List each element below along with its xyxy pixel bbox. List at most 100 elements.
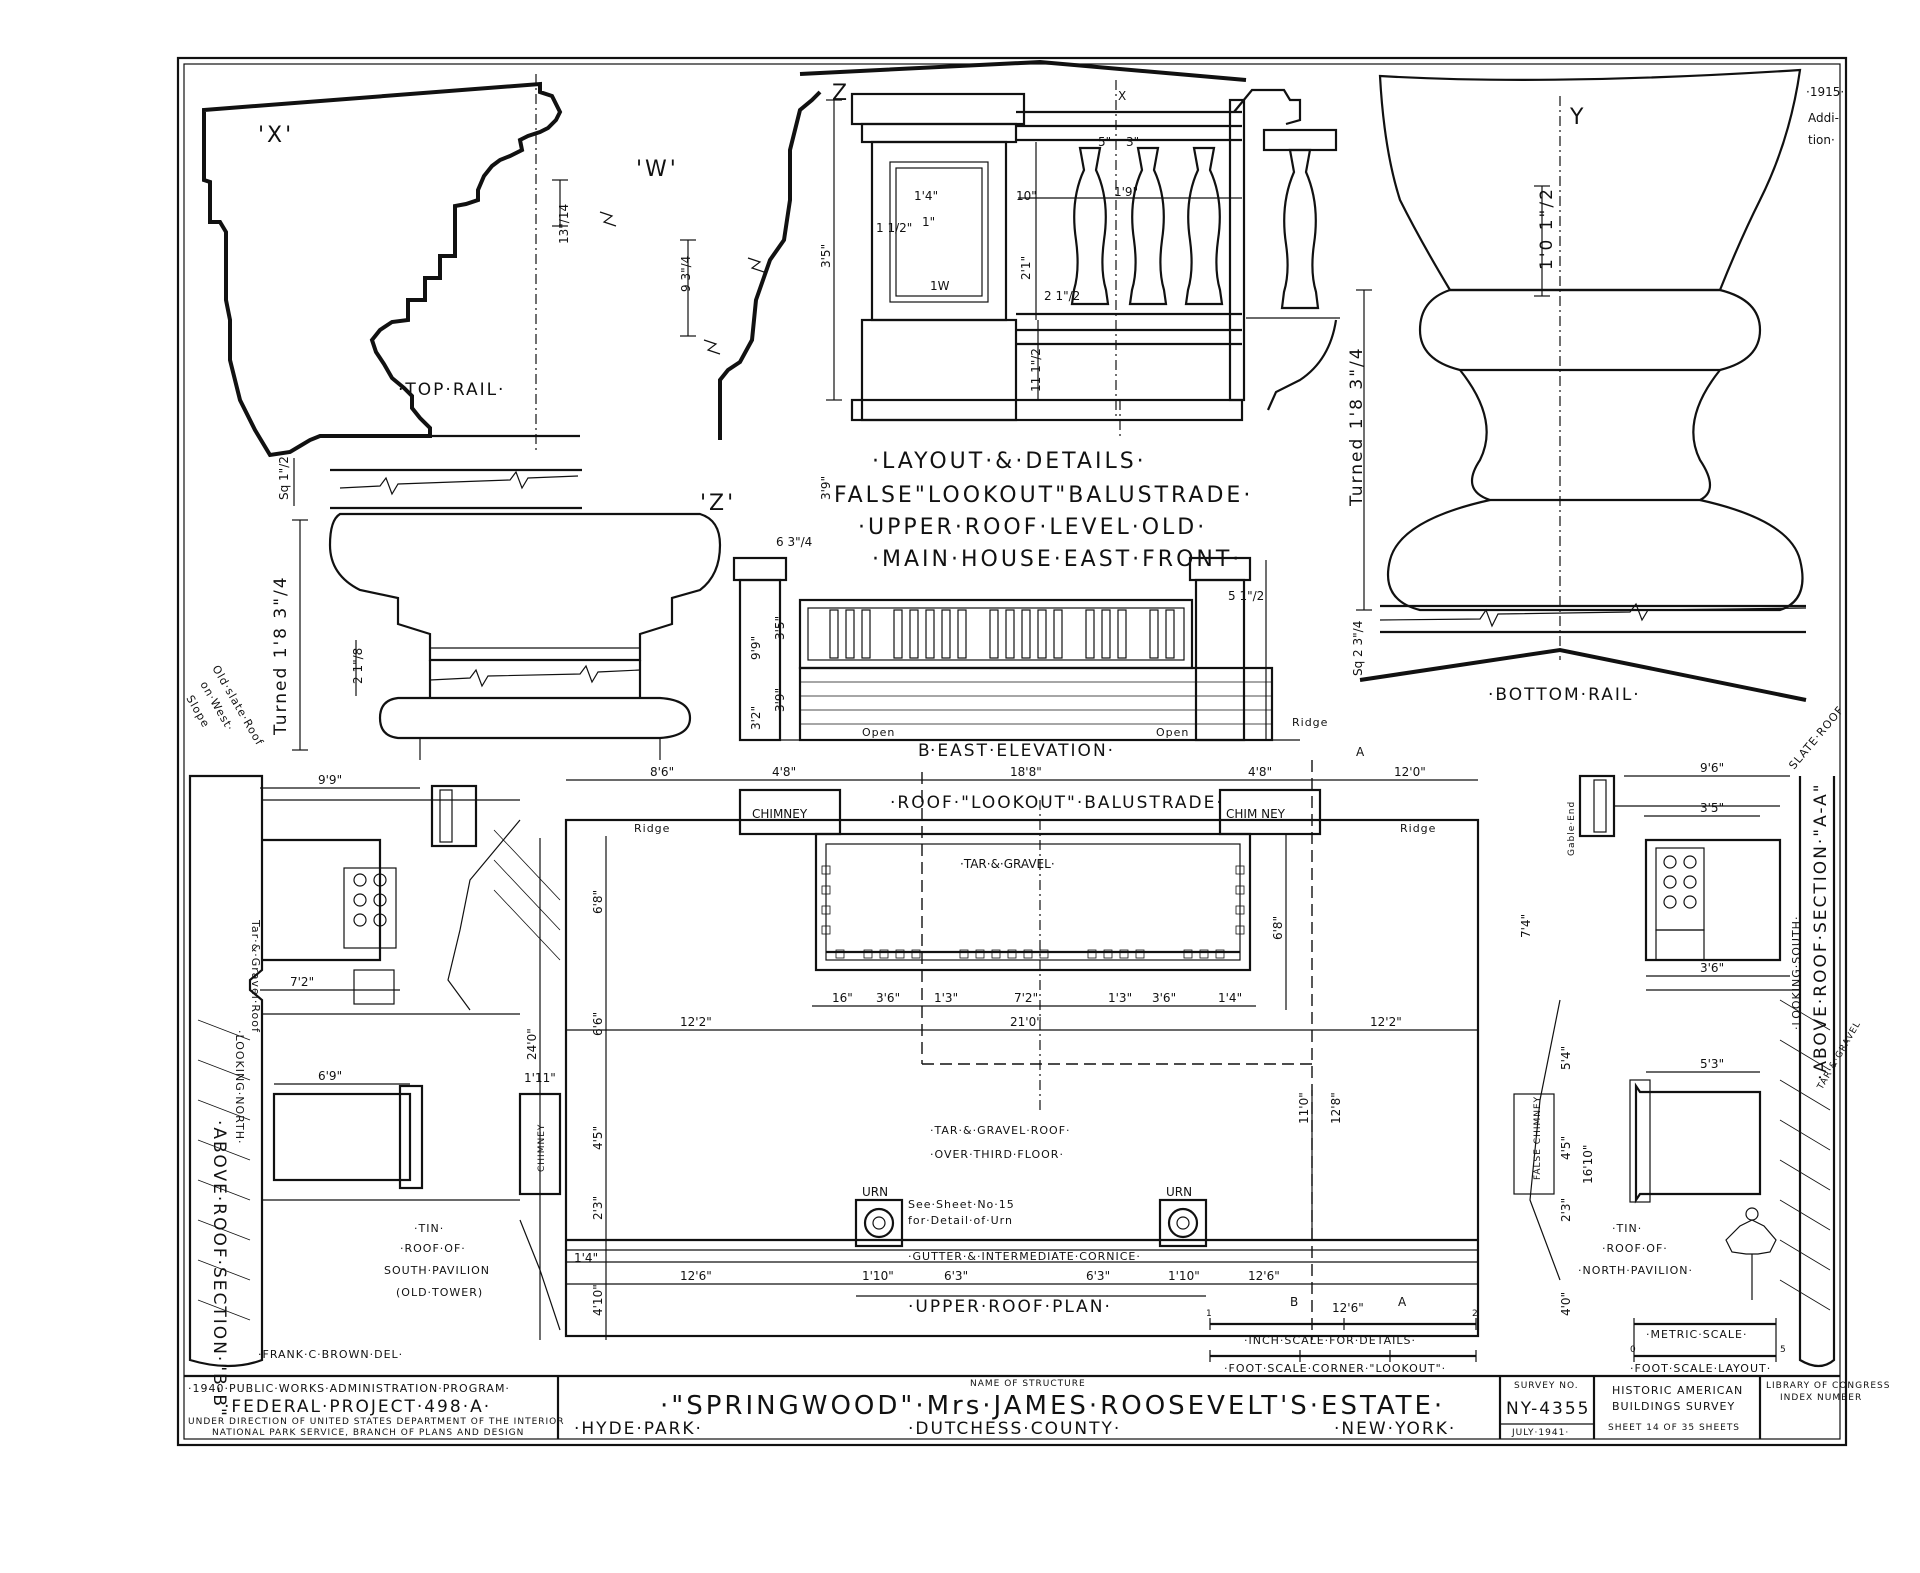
foot-scale-layout-label: ·FOOT·SCALE·LAYOUT·	[1630, 1362, 1771, 1375]
plan-dim-top2: 4'8"	[772, 765, 796, 779]
section-a-dim-2: 3'5"	[1700, 801, 1724, 815]
top-rail-mark-x: 'X'	[258, 123, 294, 148]
false-chimney-label: FALSE CHIMNEY	[1533, 1096, 1543, 1180]
bottom-rail-dim-1: 1'0 1"/2	[1537, 187, 1557, 270]
balustrade-dim-w3: 5"	[1098, 135, 1111, 149]
south-pavilion-2: ·ROOF·OF·	[400, 1242, 466, 1255]
east-elevation-open-right: Open	[1156, 726, 1189, 739]
section-dim-label: 12'6"	[1332, 1301, 1364, 1315]
south-pavilion-3: SOUTH·PAVILION	[384, 1264, 490, 1277]
layout-title-1: ·LAYOUT·&·DETAILS·	[872, 449, 1147, 474]
section-a-title: ·ABOVE·ROOF·SECTION·"A-A"	[1811, 782, 1831, 1080]
section-a-slate: SLATE·ROOF	[1786, 703, 1846, 771]
bottom-rail-title: ·BOTTOM·RAIL·	[1488, 685, 1641, 705]
balustrade-detail	[718, 59, 1340, 440]
section-b-title: ·ABOVE·ROOF·SECTION·"B-B"	[209, 1120, 229, 1418]
east-elevation-caption: ·EAST·ELEVATION·	[930, 741, 1115, 761]
plan-dim-r6: 16'10"	[1581, 1145, 1595, 1184]
section-a-dim-1: 9'6"	[1700, 761, 1724, 775]
plan-dim-21: 21'0"	[1010, 1015, 1042, 1029]
balustrade-dim-b1: 1 1/2"	[876, 221, 912, 235]
baluster-2	[1128, 146, 1168, 306]
top-rail-dim-3: Sq 1"/2	[277, 456, 291, 500]
section-mark-a-bottom: A	[1398, 1295, 1407, 1309]
plan-dim-p7: 16"	[832, 991, 853, 1005]
east-elevation-mark-b: B	[918, 741, 932, 761]
title-program: ·1940·PUBLIC·WORKS·ADMINISTRATION·PROGRA…	[188, 1382, 510, 1395]
east-elevation-open-left: Open	[862, 726, 895, 739]
top-rail-dim-4: 2 1"/8	[351, 648, 365, 684]
section-a-looking: ·LOOKING·SOUTH·	[1790, 916, 1803, 1030]
plan-dim-v7: 11'0"	[1297, 1092, 1311, 1124]
title-loc-2: INDEX NUMBER	[1780, 1393, 1862, 1403]
balustrade-dim-h3: 3'9"	[819, 476, 833, 500]
balustrade-dim-b5: 1W	[930, 279, 950, 293]
plan-dim-r5: 4'0"	[1559, 1292, 1573, 1316]
balustrade-dim-w4: 3"	[1126, 135, 1139, 149]
tar-gravel-roof-1: ·TAR·&·GRAVEL·ROOF·	[930, 1124, 1071, 1137]
plan-dim-p2: 1'3"	[934, 991, 958, 1005]
layout-title-2: FALSE"LOOKOUT"BALUSTRADE·	[834, 483, 1253, 508]
east-elevation-ridge: Ridge	[1292, 716, 1328, 729]
bottom-rail-turned: Turned 1'8 3"/4	[1347, 346, 1367, 507]
balustrade-dim-w5: 11 1"/2	[1029, 348, 1043, 392]
top-rail-turned: Turned 1'8 3"/4	[271, 575, 291, 736]
scale-bars	[1209, 1318, 1777, 1362]
plan-dim-bot1: 12'6"	[680, 1269, 712, 1283]
section-b-b	[188, 774, 561, 1368]
plan-dim-v9: 6'8"	[1271, 916, 1285, 940]
title-sheet: SHEET 14 OF 35 SHEETS	[1608, 1423, 1740, 1433]
title-project: ·FEDERAL·PROJECT·498·A·	[224, 1397, 491, 1417]
plan-dim-p3: 7'2"	[1014, 991, 1038, 1005]
balustrade-dim-b2: 1"	[922, 215, 935, 229]
plan-dim-v8: 12'8"	[1329, 1092, 1343, 1124]
urn-right	[1158, 1198, 1208, 1248]
section-a-hatch	[1779, 999, 1831, 1311]
scale-num-5: 5	[1780, 1345, 1787, 1355]
bottom-rail-profile	[1356, 68, 1807, 702]
top-rail-dim-2: 9 3"/4	[679, 256, 693, 292]
chimney-left-label: CHIMNEY	[752, 807, 808, 821]
addition-note-3: tion·	[1808, 133, 1835, 147]
delineator-name: ·FRANK·C·BROWN·DEL·	[258, 1348, 403, 1361]
bottom-rail-sq: Sq 2 3"/4	[1351, 621, 1365, 676]
top-rail-title: ·TOP·RAIL·	[398, 380, 505, 400]
north-pavilion-1: ·TIN·	[1612, 1222, 1642, 1235]
plan-dim-p5: 3'6"	[1152, 991, 1176, 1005]
north-pavilion-2: ·ROOF·OF·	[1602, 1242, 1668, 1255]
title-county: ·DUTCHESS·COUNTY·	[908, 1419, 1121, 1439]
plan-balusters	[821, 865, 1245, 959]
addition-note-1: ·1915·	[1806, 85, 1844, 99]
chimney-right-label: CHIM NEY	[1226, 807, 1286, 821]
title-survey-label: SURVEY NO.	[1514, 1381, 1579, 1391]
chimney-side-label: CHIMNEY	[537, 1124, 547, 1172]
plan-dim-v6: 4'10"	[591, 1284, 605, 1316]
ridge-left: Ridge	[634, 822, 670, 835]
urn-left	[854, 1198, 904, 1248]
north-pavilion-3: ·NORTH·PAVILION·	[1578, 1264, 1693, 1277]
layout-title-3: ·UPPER·ROOF·LEVEL·OLD·	[858, 515, 1207, 540]
east-elevation-dim-h4: 3'2"	[749, 706, 763, 730]
foot-scale-corner-label: ·FOOT·SCALE·CORNER·"LOOKOUT"·	[1224, 1362, 1446, 1375]
section-a-a	[1529, 774, 1836, 1368]
addition-note-2: Addi-	[1808, 111, 1839, 125]
roof-plan-caption: ·UPPER·ROOF·PLAN·	[908, 1297, 1112, 1317]
section-a-gable: Gable·End	[1567, 801, 1577, 856]
title-loc-1: LIBRARY OF CONGRESS	[1766, 1381, 1891, 1391]
plan-dim-l3: 6'9"	[318, 1069, 342, 1083]
title-survey-no: NY-4355	[1506, 1399, 1590, 1419]
section-b-balusters	[353, 873, 387, 927]
plan-dim-p6: 1'4"	[1218, 991, 1242, 1005]
title-state: ·NEW·YORK·	[1334, 1419, 1456, 1439]
east-elevation-dim-p2: 5 1"/2	[1228, 589, 1264, 603]
plan-dim-r3: 4'5"	[1559, 1136, 1573, 1160]
metric-scale-label: ·METRIC·SCALE·	[1646, 1328, 1747, 1341]
ridge-right: Ridge	[1400, 822, 1436, 835]
plan-dim-bot5: 1'10"	[1168, 1269, 1200, 1283]
top-rail-profile	[202, 74, 765, 760]
plan-dim-v1: 6'8"	[591, 890, 605, 914]
plan-dim-top3: 18'8"	[1010, 765, 1042, 779]
east-elevation	[732, 556, 1300, 742]
scale-num-1: 1	[1206, 1309, 1213, 1319]
